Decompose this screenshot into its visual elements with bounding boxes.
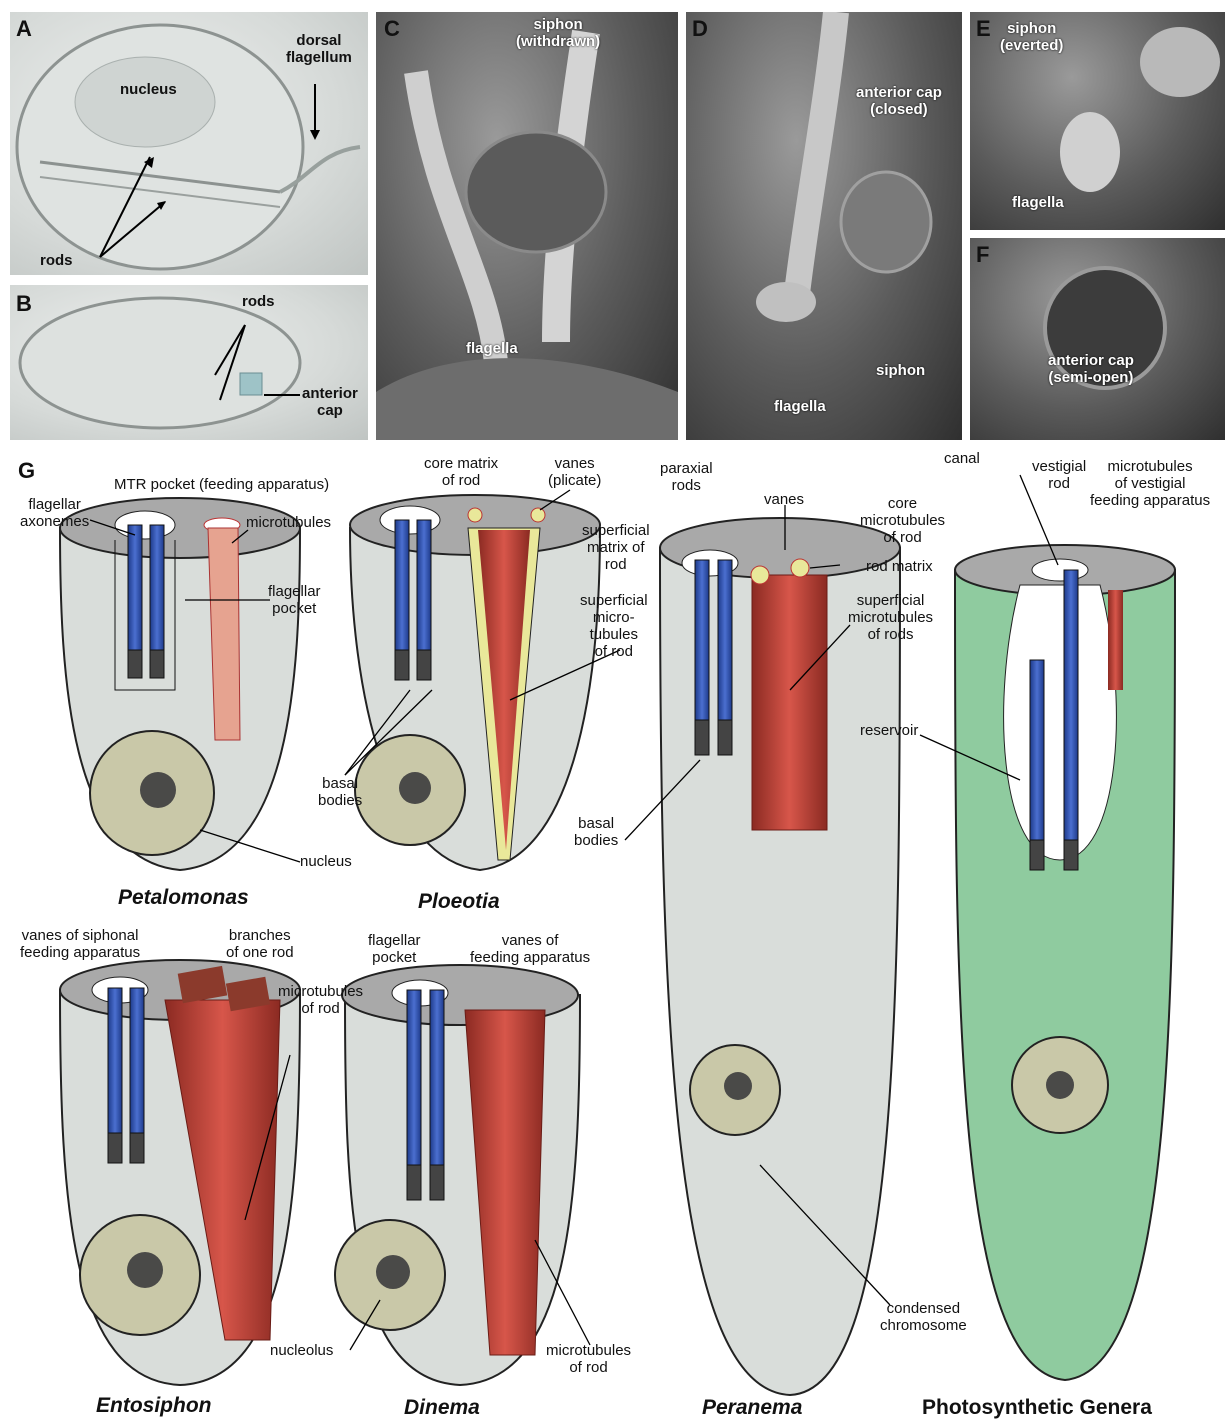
genus-photosynthetic: Photosynthetic Genera: [922, 1396, 1152, 1420]
microtubules-of-rod-label-1: microtubules of rod: [278, 983, 363, 1017]
vestigial-rod-label: vestigial rod: [1032, 458, 1086, 492]
superficial-microtubules-label: superficial micro- tubules of rod: [580, 592, 648, 660]
microtubules-label: microtubules: [246, 514, 331, 531]
flagellar-pocket-label: flagellar pocket: [268, 583, 321, 617]
branches-label: branches of one rod: [226, 927, 294, 961]
mtr-pocket-label: MTR pocket (feeding apparatus): [114, 476, 329, 493]
vanes-feeding-label: vanes of feeding apparatus: [470, 932, 590, 966]
genus-petalomonas: Petalomonas: [118, 886, 249, 910]
core-microtubules-label: core microtubules of rod: [860, 495, 945, 546]
basal-bodies-label-1: basal bodies: [318, 775, 362, 809]
nucleus-label-g: nucleus: [300, 853, 352, 870]
panel-letter-g: G: [18, 458, 35, 484]
genus-peranema: Peranema: [702, 1396, 802, 1420]
genus-ploeotia: Ploeotia: [418, 890, 500, 914]
vanes-label: vanes: [764, 491, 804, 508]
superficial-matrix-label: superficial matrix of rod: [582, 522, 650, 573]
flagellar-pocket-label-2: flagellar pocket: [368, 932, 421, 966]
basal-bodies-label-2: basal bodies: [574, 815, 618, 849]
petalomonas-cell: [60, 498, 300, 870]
photosynthetic-cell: [955, 545, 1175, 1380]
vanes-plicate-label: vanes (plicate): [548, 455, 601, 489]
rod-matrix-label: rod matrix: [866, 558, 933, 575]
condensed-chromosome-label: condensed chromosome: [880, 1300, 967, 1334]
microtubules-vestigial-label: microtubules of vestigial feeding appara…: [1090, 458, 1210, 509]
flagellar-axonemes-label: flagellar axonemes: [20, 496, 89, 530]
core-matrix-label: core matrix of rod: [424, 455, 498, 489]
genus-dinema: Dinema: [404, 1396, 480, 1420]
dinema-cell: [335, 965, 580, 1385]
entosiphon-cell: [60, 960, 300, 1385]
genus-entosiphon: Entosiphon: [96, 1394, 211, 1418]
paraxial-rods-label: paraxial rods: [660, 460, 713, 494]
superficial-microtubules-rods-label: superficial microtubules of rods: [848, 592, 933, 643]
microtubules-of-rod-label-2: microtubules of rod: [546, 1342, 631, 1376]
nucleolus-label: nucleolus: [270, 1342, 333, 1359]
canal-label: canal: [944, 450, 980, 467]
peranema-cell: [660, 518, 900, 1395]
reservoir-label: reservoir: [860, 722, 918, 739]
ploeotia-cell: [350, 495, 600, 870]
vanes-siphonal-label: vanes of siphonal feeding apparatus: [20, 927, 140, 961]
